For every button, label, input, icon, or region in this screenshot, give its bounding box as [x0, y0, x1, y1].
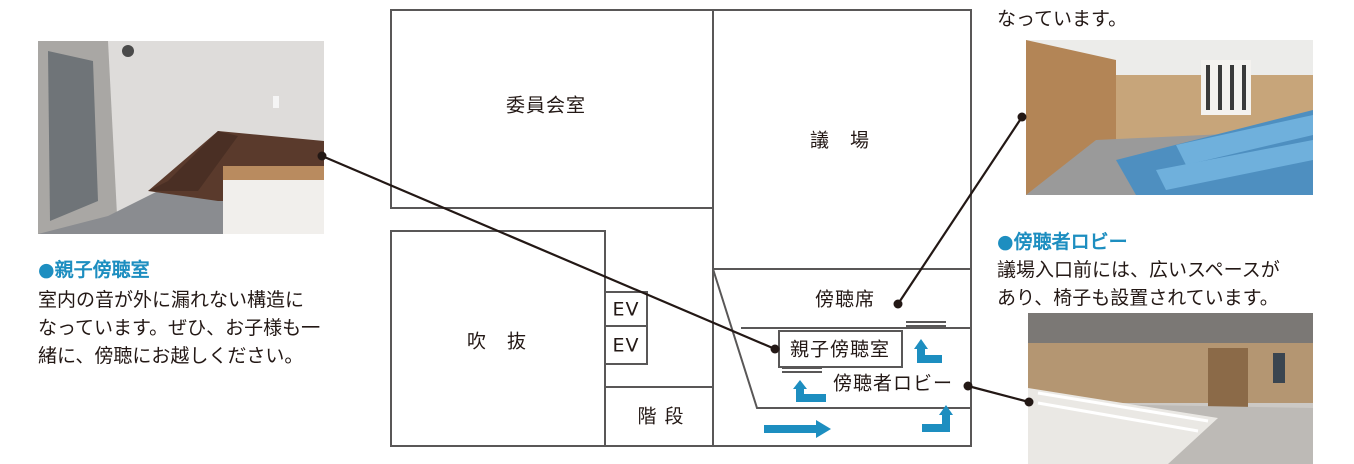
lobby-heading: ●傍聴者ロビー	[997, 231, 1128, 253]
stairs-label: 階 段	[637, 406, 684, 428]
lobby-line: あり、椅子も設置されています。	[997, 287, 1279, 309]
elevator-1-label: EV	[612, 299, 639, 321]
assembly-hall-photo	[1026, 40, 1313, 195]
lobby-line: 議場入口前には、広いスペースが	[997, 259, 1280, 281]
family-room-description: 室内の音が外に漏れない構造に なっています。ぜひ、お子様も一 緒に、傍聴にお越し…	[38, 286, 320, 370]
arrow-up-right-icon	[922, 405, 953, 432]
lobby-connector	[967, 384, 1030, 404]
family-room-connector	[321, 154, 776, 351]
assembly-hall-label: 議 場	[810, 130, 870, 152]
family-room-heading: ●親子傍聴室	[38, 259, 150, 281]
atrium-label: 吹 抜	[467, 331, 527, 353]
family-room-line: なっています。ぜひ、お子様も一	[38, 317, 321, 339]
visitor-lobby-label: 傍聴者ロビー	[833, 373, 953, 395]
lobby-photo	[1028, 313, 1313, 464]
lobby-description: 議場入口前には、広いスペースが あり、椅子も設置されています。	[997, 256, 1280, 312]
arrow-right-icon	[764, 420, 831, 438]
family-room-photo	[38, 41, 324, 234]
arrow-up-left-icon	[793, 380, 826, 402]
family-gallery-label: 親子傍聴室	[790, 339, 890, 361]
gallery-seats-label: 傍聴席	[815, 289, 875, 311]
arrow-up-gallery-icon	[914, 339, 942, 363]
assembly-hall-wall	[712, 9, 972, 270]
elevator-2	[604, 325, 648, 365]
hall-note: なっています。	[997, 8, 1128, 30]
committee-room-label: 委員会室	[506, 95, 586, 117]
elevator-2-label: EV	[612, 335, 639, 357]
hall-connector	[897, 116, 1023, 305]
family-room-line: 緒に、傍聴にお越しください。	[38, 345, 304, 367]
family-room-line: 室内の音が外に漏れない構造に	[38, 289, 305, 311]
